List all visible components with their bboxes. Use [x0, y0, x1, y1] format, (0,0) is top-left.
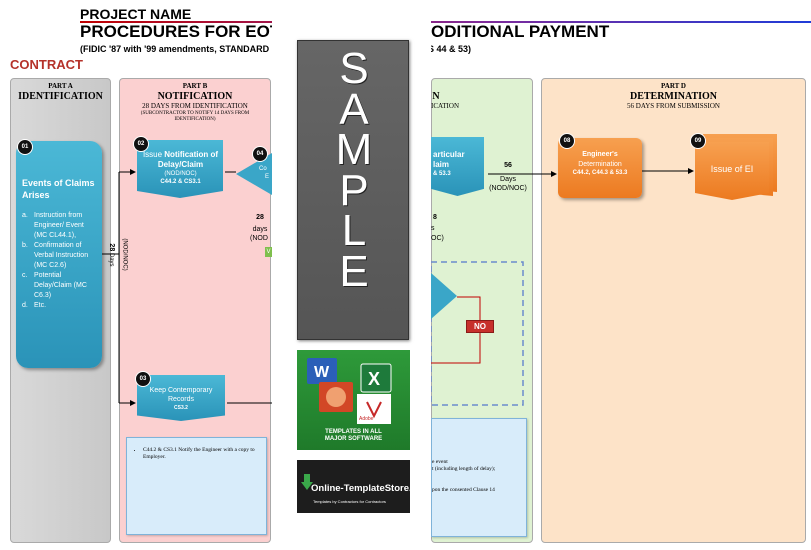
yes-flag: V: [265, 247, 272, 257]
page-title-left: PROCEDURES FOR EOT AN: [80, 22, 309, 41]
part-b-note: (SUBCONTRACTOR TO NOTIFY 14 DAYS FROM ID…: [140, 111, 250, 122]
part-d-days: 56 DAYS FROM SUBMISSION: [627, 102, 720, 110]
step-particular-claim-box: articular laim & 53.3: [431, 137, 484, 196]
part-a-label: PART A: [48, 82, 73, 90]
decision-diamond-c: [431, 273, 457, 319]
part-c-name-fragment: N: [432, 91, 440, 102]
project-name: PROJECT NAME: [80, 6, 192, 22]
no-label: NO: [466, 320, 494, 333]
step-09-badge: 09: [690, 133, 706, 149]
part-a-name: IDENTIFICATION: [18, 91, 103, 102]
note-part-b: C44.2 & CS3.1 Notify the Engineer with a…: [126, 437, 267, 535]
svg-text:W: W: [314, 364, 330, 381]
step-08-determination-box: Engineer's Determination C44.2, C44.3 & …: [558, 138, 642, 198]
part-b-name: NOTIFICATION: [157, 91, 233, 102]
list-item: a.Instruction from Engineer/ Event (MC C…: [22, 212, 84, 239]
step-01-heading: Events of Claims Arises: [22, 178, 95, 200]
templates-software-logo: W X Adobe TEMPLATES IN ALL MAJOR SOFTWAR…: [297, 350, 410, 450]
part-d-name: DETERMINATION: [629, 91, 718, 102]
step-04-decision: [236, 153, 272, 195]
step-08-badge: 08: [559, 133, 575, 149]
list-item: b.Confirmation of Verbal Instruction (MC…: [22, 242, 89, 269]
step-01-badge: 01: [17, 139, 33, 155]
step-02-badge: 02: [133, 136, 149, 152]
days-28-rotated-label: 28 Days (NOD/NOC): [108, 238, 128, 271]
header-divider: [80, 21, 811, 23]
step-02-notification-box: Issue Notification of Delay/Claim (NOD/N…: [137, 140, 223, 198]
page-title-right: ODITIONAL PAYMENT: [431, 22, 610, 41]
part-d-label: PART D: [661, 82, 686, 90]
page-subtitle-left: (FIDIC '87 with '99 amendments, STANDARD: [80, 44, 270, 54]
office-icons: W X: [307, 358, 392, 424]
part-b-label: PART B: [182, 82, 208, 90]
step-03-badge: 03: [135, 371, 151, 387]
template-store-logo: Online-TemplateStore.com Templates by Co…: [297, 460, 431, 513]
list-item: C44.2 & CS3.1 Notify the Engineer with a…: [143, 447, 260, 461]
part-b-days: 28 DAYS FROM IDENTIFICATION: [142, 102, 248, 110]
download-arrow-icon: [301, 474, 313, 490]
part-c-days-fragment: ICATION: [431, 102, 459, 110]
svg-text:X: X: [368, 369, 380, 389]
sample-watermark: S A M P L E: [297, 40, 409, 340]
step-01-events-box: Events of Claims Arises a.Instruction fr…: [16, 141, 102, 368]
list-item: c.Potential Delay/Claim (MC C6.3): [22, 272, 87, 299]
list-item: d.Etc.: [22, 302, 47, 309]
step-01-list: a.Instruction from Engineer/ Event (MC C…: [22, 211, 95, 311]
step-09-issue-box: Issue of EI: [695, 142, 769, 200]
step-04-badge: 04: [252, 146, 268, 162]
note-part-c: e event t (including length of delay); p…: [431, 418, 527, 537]
page-subtitle-right: S 44 & 53): [428, 44, 472, 54]
step-03-records-box: Keep Contemporary Records CS3.2: [137, 375, 225, 421]
section-label-contract: CONTRACT: [10, 57, 83, 72]
